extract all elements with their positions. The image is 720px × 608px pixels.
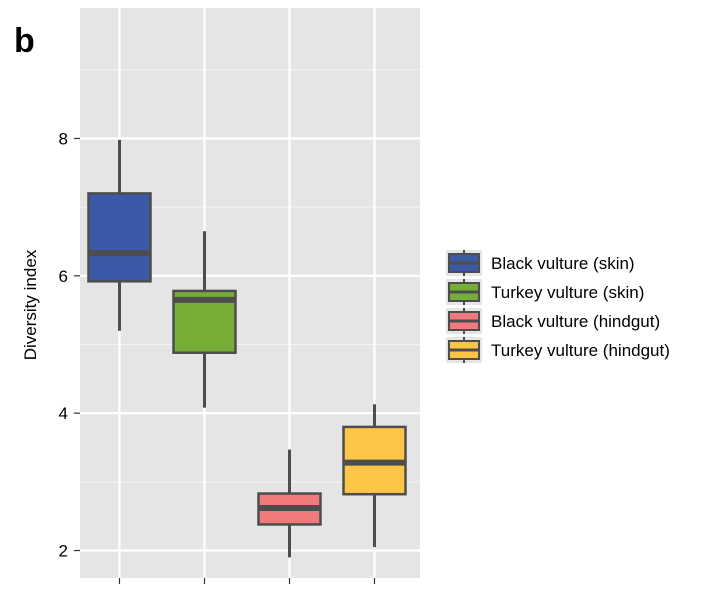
panel-letter: b — [14, 22, 35, 60]
legend-label: Black vulture (hindgut) — [491, 312, 660, 331]
y-tick-label: 6 — [59, 267, 68, 286]
boxes — [87, 139, 407, 558]
y-axis-title: Diversity index — [21, 249, 40, 360]
legend-item: Black vulture (hindgut) — [446, 308, 660, 334]
y-tick-label: 4 — [59, 404, 68, 423]
legend-label: Turkey vulture (skin) — [491, 283, 644, 302]
legend-label: Turkey vulture (hindgut) — [491, 341, 670, 360]
box-black-vulture-hindgut — [257, 449, 322, 558]
y-tick-label: 8 — [59, 129, 68, 148]
legend-item: Turkey vulture (skin) — [446, 279, 644, 305]
legend-label: Black vulture (skin) — [491, 254, 635, 273]
legend-item: Black vulture (skin) — [446, 250, 635, 276]
box-iqr — [87, 192, 152, 283]
box-turkey-vulture-skin — [172, 231, 237, 408]
y-axis: 2 4 6 8 — [59, 129, 376, 584]
legend: Black vulture (skin) Turkey vulture (skin… — [446, 250, 670, 363]
box-turkey-vulture-hindgut — [342, 404, 407, 548]
y-tick-label: 2 — [59, 542, 68, 561]
legend-item: Turkey vulture (hindgut) — [446, 337, 670, 363]
box-black-vulture-skin — [87, 139, 152, 331]
